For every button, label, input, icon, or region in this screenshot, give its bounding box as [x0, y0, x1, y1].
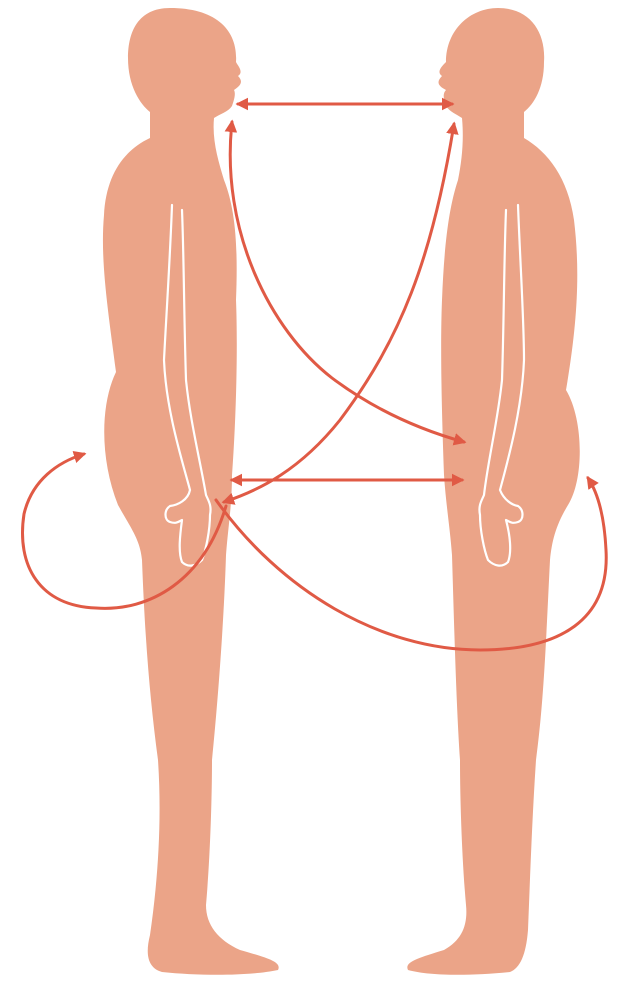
left-mouth-to-right-hand-arrow	[230, 122, 464, 442]
right-mouth-to-left-hand-arrow	[224, 124, 454, 502]
person-right-silhouette	[407, 8, 579, 975]
person-right	[407, 8, 579, 975]
